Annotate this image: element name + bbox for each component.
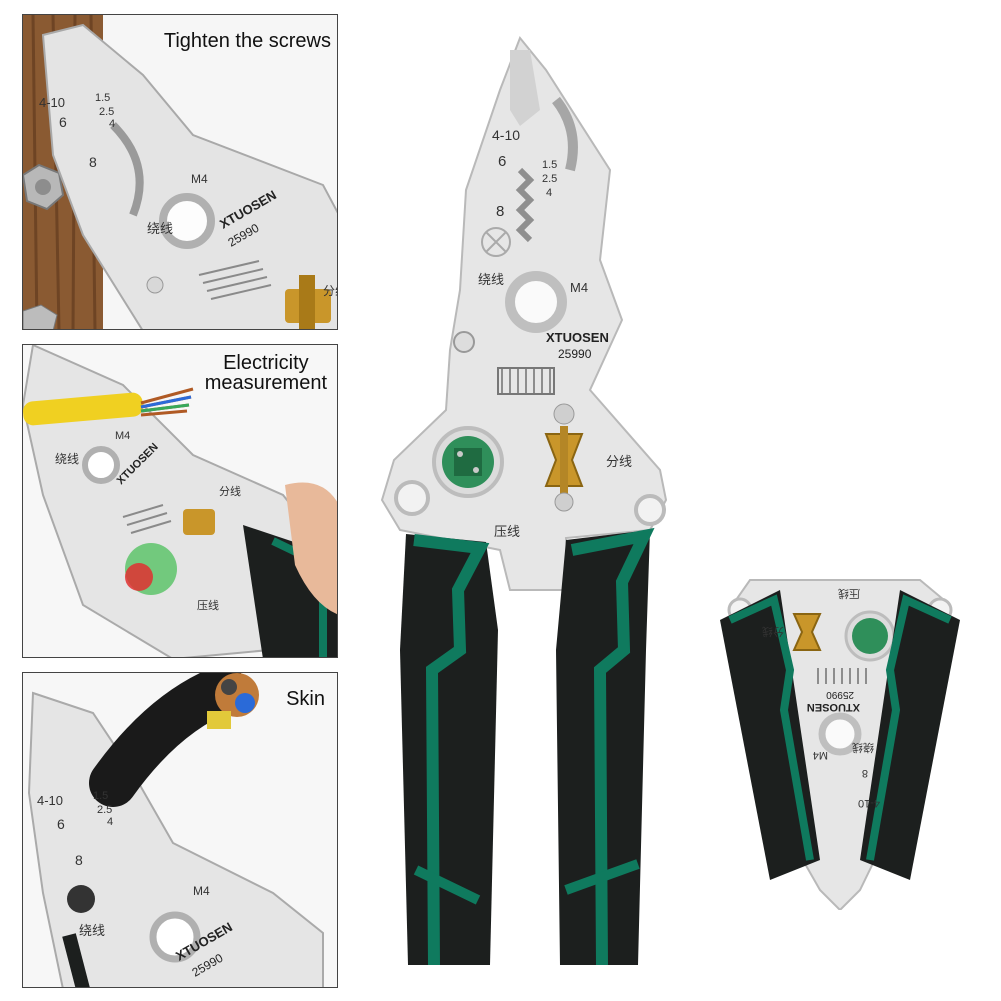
small-brass-crimper — [792, 613, 822, 651]
gauge-8: 8 — [75, 852, 83, 868]
pivot-hole — [159, 193, 215, 249]
m4-hole — [505, 271, 567, 333]
caption-tighten: Tighten the screws — [163, 30, 331, 52]
main-model-text: 25990 — [558, 347, 592, 361]
split-label: 分线 — [323, 284, 338, 298]
panel-tighten-screws: 4-10 6 8 1.5 2.5 4 M4 绕线 XTUOSEN 25990 分… — [22, 14, 338, 330]
screw-size: M4 — [115, 430, 130, 442]
small-split-label: 分线 — [762, 625, 784, 639]
small-left-handle — [860, 590, 960, 880]
black-cable — [89, 673, 247, 807]
main-mm-4: 4 — [546, 187, 552, 199]
small-brand-text: XTUOSEN — [807, 701, 860, 713]
yellow-cable — [23, 392, 143, 426]
mm-1-5: 1.5 — [93, 790, 108, 802]
small-wind-label: 绕线 — [852, 741, 874, 755]
main-brass-crimper — [544, 403, 584, 512]
main-wind-label: 绕线 — [478, 272, 504, 287]
mm-2-5: 2.5 — [97, 804, 112, 816]
main-mm-1-5: 1.5 — [542, 159, 557, 171]
main-split-label: 分线 — [606, 454, 632, 469]
screw-size: M4 — [191, 172, 208, 186]
spring — [198, 260, 272, 300]
small-crimp-label: 压线 — [838, 587, 860, 601]
main-brand-text: XTUOSEN — [546, 330, 609, 345]
electricity-photo: 绕线 M4 XTUOSEN 分线 压线 — [23, 345, 337, 657]
small-gauge-8: 8 — [862, 767, 868, 779]
caption-electricity: Electricity measurement — [205, 353, 327, 393]
main-crimp-label: 压线 — [494, 524, 520, 539]
pivot-hole — [149, 911, 201, 963]
panel-skin: 4-10 6 8 1.5 2.5 4 绕线 M4 XTUOSEN 25990 S… — [22, 672, 338, 988]
main-gauge-8: 8 — [496, 203, 504, 220]
main-screw-size: M4 — [570, 280, 588, 295]
tool-head-steel — [41, 23, 337, 329]
small-model-text: 25990 — [826, 689, 854, 700]
small-pliers-rotated: 4-10 8 XTUOSEN 25990 分线 压线 M4 绕线 — [720, 579, 960, 910]
caption-electricity-line2: measurement — [204, 372, 327, 394]
gauge-8: 8 — [89, 154, 97, 170]
split-label: 分线 — [219, 484, 241, 498]
mm-1-5: 1.5 — [95, 92, 110, 104]
wind-label: 绕线 — [147, 221, 173, 236]
gauge-4-10: 4-10 — [39, 95, 65, 110]
main-mm-2-5: 2.5 — [542, 173, 557, 185]
gauge-6: 6 — [57, 816, 65, 832]
handle — [243, 525, 337, 657]
main-gauge-6: 6 — [498, 153, 506, 170]
main-pliers: 4-10 6 8 1.5 2.5 4 绕线 M4 XTUOSEN 25990 分… — [380, 36, 668, 966]
pivot-hole — [82, 446, 120, 484]
mm-4: 4 — [107, 816, 113, 828]
panel-electricity: 绕线 M4 XTUOSEN 分线 压线 Electricity measurem… — [22, 344, 338, 658]
main-spring — [497, 367, 555, 395]
left-handle — [400, 534, 498, 965]
brass-crimper — [183, 509, 215, 535]
caption-skin: Skin — [286, 688, 325, 710]
small-gauge-4-10: 4-10 — [858, 797, 880, 809]
finger — [285, 482, 337, 615]
skin-photo: 4-10 6 8 1.5 2.5 4 绕线 M4 XTUOSEN 25990 — [23, 673, 337, 987]
gauge-4-10: 4-10 — [37, 793, 63, 808]
crimp-label: 压线 — [197, 598, 219, 612]
tighten-screws-photo: 4-10 6 8 1.5 2.5 4 M4 绕线 XTUOSEN 25990 分… — [23, 15, 338, 329]
screw-size: M4 — [193, 884, 210, 898]
mm-2-5: 2.5 — [99, 106, 114, 118]
gauge-6: 6 — [59, 114, 67, 130]
wind-label: 绕线 — [79, 923, 105, 938]
caption-electricity-line1: Electricity — [223, 352, 309, 374]
wind-hole — [67, 885, 95, 913]
wind-label: 绕线 — [55, 452, 79, 466]
small-right-handle — [720, 590, 820, 880]
wind-symbol — [481, 227, 511, 257]
small-screw-size: M4 — [813, 749, 828, 761]
mm-4: 4 — [109, 118, 115, 130]
main-gauge-4-10: 4-10 — [492, 127, 520, 143]
